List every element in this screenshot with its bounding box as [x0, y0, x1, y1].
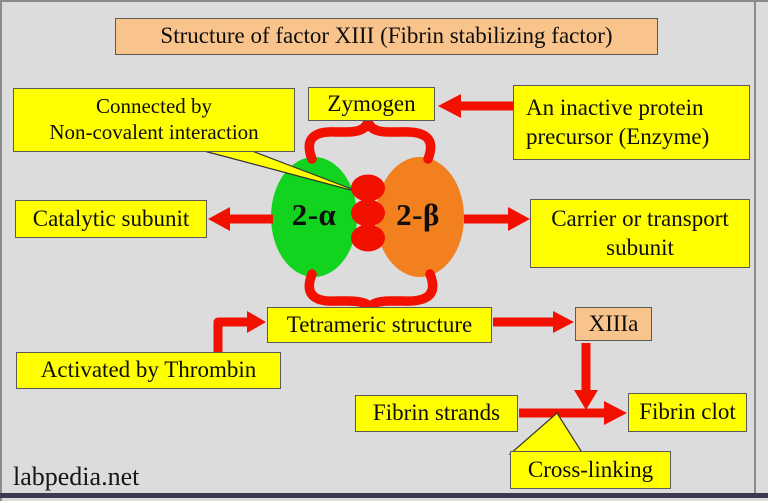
carrier-subunit-box: Carrier or transport subunit: [530, 199, 750, 268]
carrier-subunit-line1: Carrier or transport: [551, 206, 729, 232]
frame-bottom-border: [0, 493, 768, 498]
arrow-tetrameric-to-xiiia-head: [553, 311, 574, 333]
activated-by-thrombin-label: Activated by Thrombin: [40, 357, 257, 383]
fibrin-strands-label: Fibrin strands: [372, 400, 501, 426]
fibrin-strands-box: Fibrin strands: [355, 395, 518, 432]
frame-top-border: [0, 0, 768, 2]
top-brace: [304, 116, 436, 164]
arrow-alpha-to-catalytic-head: [208, 207, 230, 231]
noncovalent-line2: Non-covalent interaction: [49, 120, 259, 144]
tetrameric-structure-box: Tetrameric structure: [267, 307, 492, 343]
arrow-beta-to-carrier-head: [508, 207, 530, 231]
diagram-title-box: Structure of factor XIII (Fibrin stabili…: [115, 18, 658, 55]
carrier-subunit-line2: subunit: [606, 234, 674, 260]
inactive-protein-line1: An inactive protein: [526, 95, 704, 121]
bond-dot-top: [351, 174, 385, 202]
bottom-brace: [304, 269, 438, 313]
inactive-protein-box: An inactive protein precursor (Enzyme): [513, 85, 750, 160]
crosslinking-label: Cross-linking: [527, 456, 654, 482]
arrow-thrombin-to-tetrameric-shaft: [213, 317, 247, 352]
activated-by-thrombin-box: Activated by Thrombin: [16, 352, 281, 389]
bond-dot-bottom: [351, 224, 385, 252]
alpha-subunit-label: 2-α: [291, 197, 337, 232]
fibrin-clot-label: Fibrin clot: [639, 399, 736, 425]
tetrameric-structure-label: Tetrameric structure: [286, 311, 473, 337]
catalytic-subunit-box: Catalytic subunit: [15, 200, 207, 238]
arrow-strands-to-clot-head: [604, 401, 627, 425]
arrow-inactive-to-zymogen-head: [438, 94, 461, 118]
frame-right-border: [754, 0, 756, 494]
arrow-xiiia-down-head: [574, 390, 598, 410]
noncovalent-line1: Connected by: [95, 94, 213, 119]
beta-subunit-label: 2-β: [396, 197, 440, 232]
noncovalent-box: Connected by Non-covalent interaction: [13, 88, 295, 152]
xiiia-box: XIIIa: [575, 307, 652, 341]
crosslinking-callout-pointer: [508, 412, 585, 455]
catalytic-subunit-label: Catalytic subunit: [32, 205, 190, 231]
alpha-subunit-ellipse: [271, 157, 357, 277]
frame-left-border: [0, 0, 2, 501]
zymogen-label: Zymogen: [327, 90, 416, 116]
arrow-thrombin-to-tetrameric-head: [247, 311, 266, 333]
inactive-protein-line2: precursor (Enzyme): [526, 123, 710, 149]
fibrin-clot-box: Fibrin clot: [628, 393, 747, 432]
beta-subunit-ellipse: [376, 157, 464, 277]
watermark-text: labpedia.net: [13, 462, 140, 491]
xiiia-label: XIIIa: [588, 310, 639, 336]
zymogen-box: Zymogen: [308, 87, 435, 121]
diagram-title: Structure of factor XIII (Fibrin stabili…: [160, 23, 613, 49]
bond-dot-middle: [351, 199, 385, 227]
crosslinking-box: Cross-linking: [510, 451, 671, 489]
